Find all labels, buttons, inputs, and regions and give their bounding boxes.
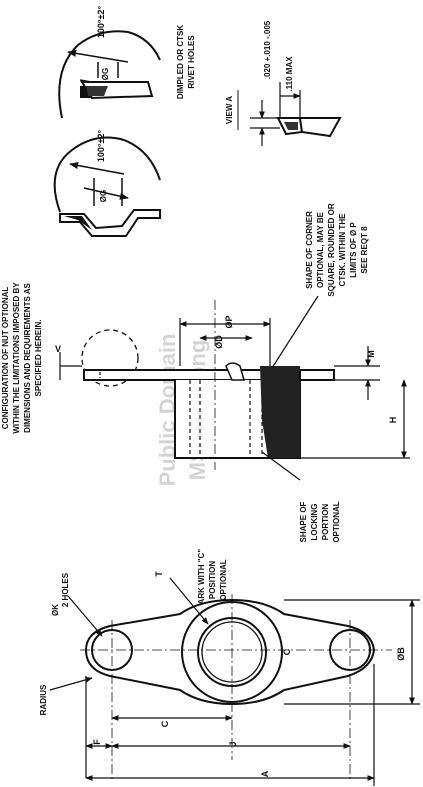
corner-line5: LIMITS OF Ø P	[349, 222, 358, 278]
holes-line2: 2 HOLES	[61, 572, 70, 607]
dimpled-line1: DIMPLED OR CTSK	[176, 25, 185, 99]
plan-view: T C ØK 2 HOLES RADIUS	[39, 571, 392, 780]
holes-line1: ØK	[51, 604, 60, 616]
dimpled-line2: RIVET HOLES	[187, 35, 196, 89]
config-line1: CONFIGURATION OF NUT OPTIONAL	[1, 287, 10, 430]
og-mid-label: ØG	[99, 190, 108, 202]
op-label: ØP	[224, 315, 234, 328]
dimpled-detail-mid: ØG 100°±2°	[53, 130, 161, 237]
locking-line2: LOCKING	[310, 504, 319, 541]
locking-line3: PORTION	[321, 504, 330, 541]
h-label: H	[388, 417, 398, 424]
configuration-note: CONFIGURATION OF NUT OPTIONAL WITHIN THE…	[1, 282, 43, 434]
og-top-label: ØG	[101, 68, 110, 80]
corner-line4: CTSK. WITHIN THE	[338, 213, 347, 287]
view-a-detail: VIEW A .020 +.010 -.005 .110 MAX	[225, 20, 342, 146]
config-line4: SPECIFIED HEREIN.	[34, 320, 43, 397]
side-section-view: V ØD ØP M H	[55, 295, 410, 481]
locking-line4: OPTIONAL	[332, 501, 341, 542]
v-label: V	[55, 344, 61, 354]
j-label: J	[228, 741, 238, 746]
f-label: F	[92, 739, 102, 745]
locking-line1: SHAPE OF	[299, 501, 308, 542]
m-label: M	[366, 350, 376, 358]
angle-top-label: 100°±2°	[96, 6, 106, 39]
dimpled-note: DIMPLED OR CTSK RIVET HOLES	[176, 25, 196, 99]
od-label: ØD	[214, 335, 224, 349]
countersink-detail-top: ØG 100°±2°	[58, 6, 161, 119]
view-a-label: VIEW A	[225, 96, 234, 124]
corner-line1: SHAPE OF CORNER	[305, 211, 314, 289]
angle-mid-label: 100°±2°	[96, 130, 106, 163]
radius-label: RADIUS	[39, 684, 48, 715]
corner-note: SHAPE OF CORNER OPTIONAL, MAY BE SQUARE,…	[305, 203, 369, 297]
c-small-label: C	[282, 648, 292, 655]
plan-dimensions: F C J A ØB	[85, 599, 420, 786]
b-label: ØB	[396, 647, 406, 661]
corner-line3: SQUARE, ROUNDED OR	[327, 203, 336, 297]
config-line2: WITHIN THE LIMITATIONS IMPOSED BY	[12, 282, 21, 434]
config-line3: DIMENSIONS AND REQUIREMENTS AS	[23, 283, 32, 433]
max-label: .110 MAX	[285, 56, 294, 92]
locking-note: SHAPE OF LOCKING PORTION OPTIONAL	[299, 501, 341, 542]
tolerance-label: .020 +.010 -.005	[263, 20, 272, 79]
c-label: C	[160, 720, 170, 727]
a-label: A	[260, 770, 270, 777]
mark-line2: POSITION	[208, 561, 217, 599]
t-label: T	[154, 571, 164, 577]
mark-line1: MARK WITH "C"	[197, 549, 206, 611]
corner-line6: SEE REQT 8	[360, 226, 369, 274]
mark-line3: OPTIONAL	[219, 559, 228, 600]
corner-line2: OPTIONAL, MAY BE	[316, 211, 325, 288]
